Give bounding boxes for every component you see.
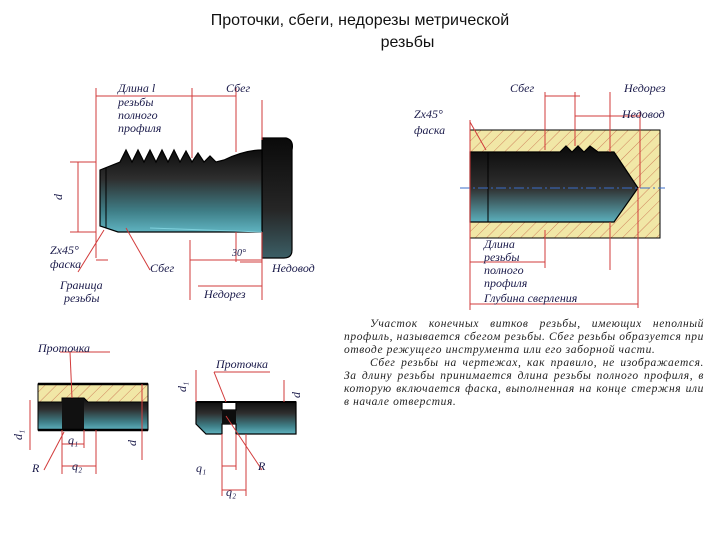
hole-dimensions [469,92,641,310]
label-chamfer-size-hole: Zx45° [414,107,443,121]
groove-hole-dimensions [29,351,143,474]
label-run-out-hole: Сбег [510,81,534,95]
label-chamfer-size-bolt: Zx45° [50,243,79,257]
label-drill-depth: Глубина сверления [483,291,578,305]
label-d-right: d [289,391,303,398]
label-groove-2: Проточка [215,357,268,371]
label-d-bolt: d [51,193,65,200]
label-chamfer-hole: фаска [414,123,445,137]
groove-hole-recess [62,400,84,430]
description-text: Участок конечных витков резьбы, имеющих … [344,318,704,409]
label-q2-left: q₂ [72,459,82,473]
bolt-head [261,137,293,259]
label-q2-right: q₂ [226,485,236,499]
title-line1: Проточки, сбеги, недорезы метрической [210,12,510,29]
label-under-feed-hole: Недовод [621,107,665,121]
label-boundary-2: резьбы [63,291,99,305]
bolt-dimensions [70,88,263,300]
groove-hole-figure [37,382,149,432]
description-paragraph-2: Сбег резьбы на чертежах, как правило, не… [344,357,704,408]
label-profile-hole-3: профиля [484,276,528,290]
groove-shaft-recess [222,410,236,424]
label-d1-right: d₁ [175,382,189,392]
label-profile-2: полного [118,108,158,122]
title-line2: резьбы [380,34,435,51]
label-undercut-bolt: Недорез [203,287,246,301]
label-profile-1: резьбы [117,95,153,109]
label-under-feed-bolt: Недовод [271,261,315,275]
label-length-hole: Длина [483,237,515,251]
label-undercut-hole: Недорез [623,81,666,95]
label-angle-30: 30° [231,248,246,259]
page-title: Проточки, сбеги, недорезы метрической ре… [0,10,720,54]
groove-shaft-figure [195,401,297,435]
groove-hole-section-top [37,383,149,403]
label-chamfer-bolt: фаска [50,257,81,271]
label-run-out-bolt: Сбег [226,81,250,95]
bolt-figure [99,137,293,259]
groove-shaft-dimensions [195,370,285,496]
label-run-out-bottom: Сбег [150,261,174,275]
label-profile-3: профиля [118,121,162,135]
groove-hole-bore [37,397,149,431]
bolt-shank [99,148,263,233]
label-groove-1: Проточка [37,341,90,355]
description-paragraph-1: Участок конечных витков резьбы, имеющих … [344,318,704,356]
thread-root-line [149,227,263,233]
hole-bore [469,145,639,223]
hole-figure [469,129,661,239]
label-r-right: R [257,459,266,473]
label-q1-right: q₁ [196,461,206,475]
label-r-left: R [31,461,40,475]
label-d-left: d [125,439,139,446]
groove-shaft-body [195,401,297,435]
label-length-l: Длина l [117,81,156,95]
label-profile-hole-1: резьбы [483,250,519,264]
label-profile-hole-2: полного [484,263,524,277]
label-boundary-1: Граница [59,278,103,292]
label-d1-left: d₁ [11,430,25,440]
label-q1-left: q₁ [68,433,78,447]
